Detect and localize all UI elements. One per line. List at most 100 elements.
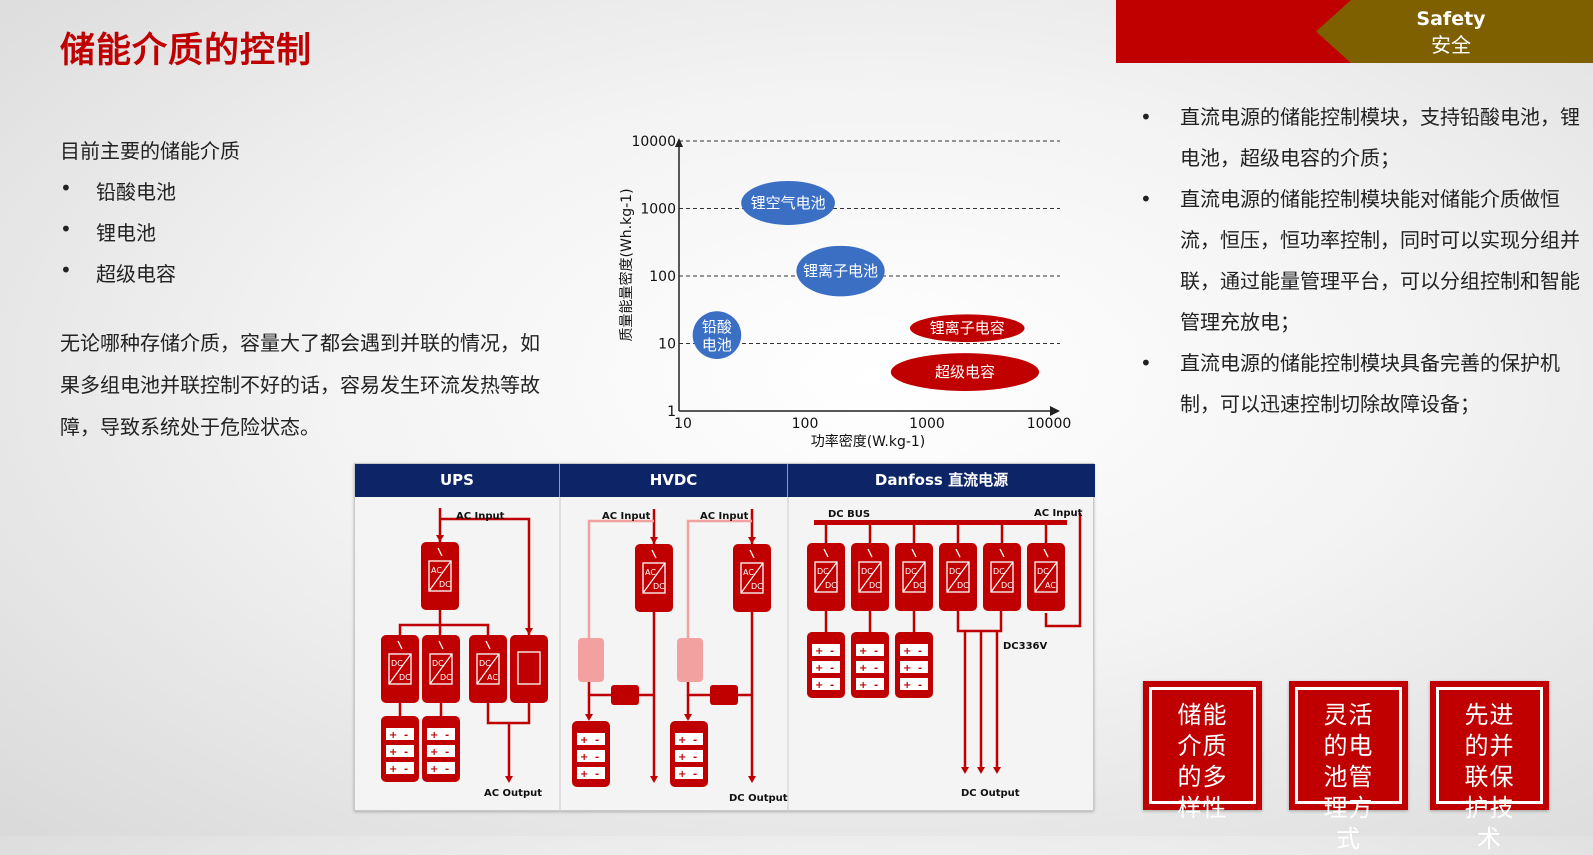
battery-minus: - [445, 747, 449, 758]
converter-symbol [740, 562, 764, 594]
battery-minus: - [874, 680, 878, 691]
arrow-icon [436, 535, 444, 542]
header-ups: UPS [355, 464, 560, 497]
x-tick-label: 10 [674, 416, 692, 432]
region-ellipse [796, 245, 885, 297]
battery-cell [812, 644, 840, 656]
battery-minus: - [918, 646, 922, 657]
safety-cn: 安全 [1431, 33, 1471, 57]
converter-diagonal [476, 653, 500, 685]
converter-symbol [428, 560, 452, 592]
battery-minus: - [595, 769, 599, 780]
converter-symbol [429, 653, 453, 685]
battery-plus: + [678, 769, 686, 780]
battery-minus: - [830, 680, 834, 691]
battery-block: +-+-+- [381, 716, 419, 782]
battery-block: +-+-+- [422, 716, 460, 782]
battery-minus: - [918, 680, 922, 691]
feature-card: 储能介质的多样性 [1143, 681, 1262, 822]
converter-symbol [858, 561, 882, 593]
x-tick-label: 10000 [1027, 416, 1072, 432]
arrow-icon [650, 776, 658, 783]
battery-minus: - [404, 730, 408, 741]
battery-plus: + [389, 764, 397, 775]
y-axis-arrow [675, 138, 683, 147]
converter-symbol [814, 561, 838, 593]
battery-cell [577, 767, 605, 779]
converter-label: DC [949, 567, 961, 576]
battery-plus: + [903, 663, 911, 674]
battery-cell [427, 745, 455, 757]
region-ellipse [692, 311, 742, 359]
battery-plus: + [859, 680, 867, 691]
converter-label: DC [817, 567, 829, 576]
battery-cell [675, 750, 703, 762]
converter-symbol [388, 653, 412, 685]
battery-plus: + [430, 764, 438, 775]
battery-cell [386, 762, 414, 774]
dc-bus-label: DC BUS [828, 509, 870, 520]
region-ellipse [741, 180, 835, 225]
converter-symbol [990, 561, 1014, 593]
region-ellipse [909, 314, 1025, 343]
converter-diagonal [642, 562, 666, 594]
header-danfoss: Danfoss 直流电源 [788, 464, 1095, 497]
battery-minus: - [445, 764, 449, 775]
bypass-switch [510, 635, 548, 703]
region-label: 超级电容 [935, 363, 995, 381]
x-axis-label: 功率密度(W.kg-1) [811, 433, 926, 450]
battery-cell [812, 678, 840, 690]
arrow-icon [748, 537, 756, 544]
region-label: 电池 [702, 336, 732, 354]
converter-label: DC [993, 567, 1005, 576]
converter-diagonal [429, 653, 453, 685]
battery-block: +-+-+- [895, 632, 933, 698]
feature-card: 先进的并联保护技术 [1430, 681, 1549, 853]
converter-label: AC [743, 568, 754, 577]
battery-minus: - [404, 764, 408, 775]
converter-label: DC [440, 673, 452, 682]
battery-plus: + [430, 730, 438, 741]
battery-plus: + [678, 735, 686, 746]
converter-label: DC [861, 567, 873, 576]
y-tick-label: 10000 [631, 134, 676, 150]
battery-minus: - [595, 735, 599, 746]
battery-plus: + [815, 663, 823, 674]
battery-block: +-+-+- [807, 632, 845, 698]
battery-minus: - [693, 735, 697, 746]
x-axis-arrow [1050, 406, 1060, 416]
arrow-icon [1042, 604, 1050, 611]
backup-wire [587, 519, 654, 638]
battery-plus: + [859, 646, 867, 657]
battery-minus: - [830, 646, 834, 657]
converter-label: DC [399, 673, 411, 682]
converter-diagonal [740, 562, 764, 594]
arrow-icon [684, 714, 692, 721]
switch-icon [749, 549, 755, 559]
converter-label: DC [391, 659, 403, 668]
converter-label: DC [432, 659, 444, 668]
battery-cell [812, 661, 840, 673]
converter-symbol [476, 653, 500, 685]
region-label: 锂离子电容 [930, 319, 1005, 337]
converter-label: DC [479, 659, 491, 668]
ac-input-label: AC Input [602, 511, 651, 522]
arrow-icon [585, 714, 593, 721]
ac-output-label: AC Output [484, 788, 542, 799]
safety-label: Safety 安全 [1396, 6, 1506, 58]
arrow-icon [993, 767, 1001, 774]
y-tick-label: 1 [667, 404, 676, 420]
converter-label: AC [645, 568, 656, 577]
x-tick-label: 1000 [909, 416, 945, 432]
battery-cell [856, 644, 884, 656]
list-item: •直流电源的储能控制模块具备完善的保护机制，可以迅速控制切除故障设备； [1140, 351, 1560, 416]
battery-plus: + [580, 769, 588, 780]
header-hvdc: HVDC [560, 464, 788, 497]
battery-plus: + [815, 646, 823, 657]
